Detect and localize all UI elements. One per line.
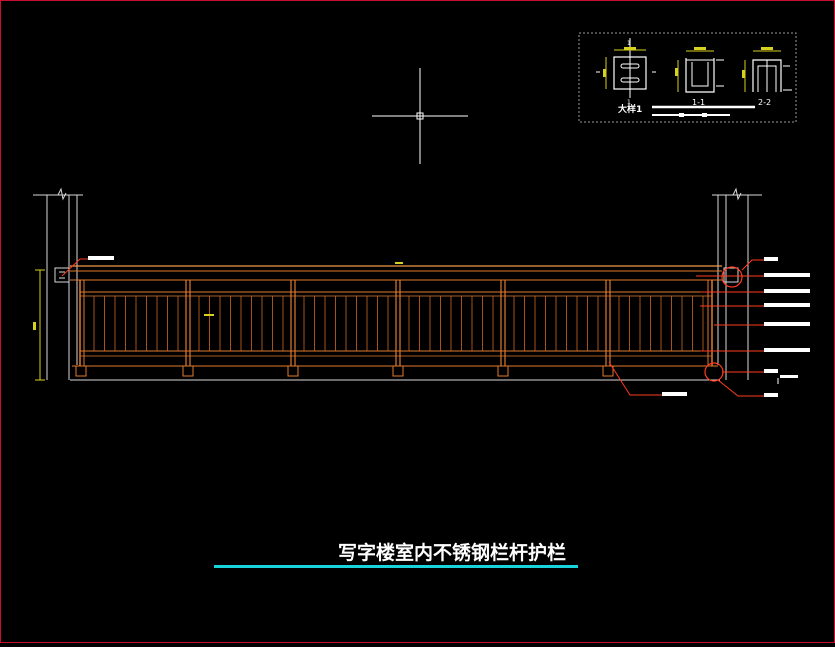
height-dimension: [33, 269, 45, 381]
right-annotations: [696, 257, 810, 397]
large-sample-label: 大样1: [618, 103, 642, 115]
section-1-1-detail: 1-1: [675, 47, 724, 107]
section-2-2-detail: 2-2: [742, 47, 792, 107]
cut-mark-top: 1: [627, 40, 631, 47]
title-underline: [214, 565, 578, 568]
large-sample-detail: 1 1 大样1: [596, 38, 656, 115]
balusters: [93, 296, 704, 351]
section-1-1-label: 1-1: [692, 98, 705, 107]
post-base-plate: [182, 365, 194, 377]
drawing-title: 写字楼室内不锈钢栏杆护栏: [338, 542, 567, 564]
section-2-2-label: 2-2: [758, 98, 771, 107]
cut-mark-bottom: 1: [627, 99, 631, 106]
railing-elevation: [70, 265, 722, 377]
left-end-post-base: [75, 365, 87, 377]
left-annotation: [61, 256, 114, 277]
posts: [182, 280, 614, 377]
detail-box: 1 1 大样1 1-1 2-2: [578, 32, 797, 123]
top-dimension-tag: [395, 262, 403, 264]
post-base-plate: [497, 365, 509, 377]
cad-crosshair-cursor: [372, 68, 468, 164]
handrail-detail-callout: [721, 266, 743, 288]
panel-dimension-tag: [204, 314, 214, 316]
post-base-plate: [392, 365, 404, 377]
post-base-plate: [602, 365, 614, 377]
post-base-plate: [287, 365, 299, 377]
bottom-annotation: [608, 361, 687, 396]
